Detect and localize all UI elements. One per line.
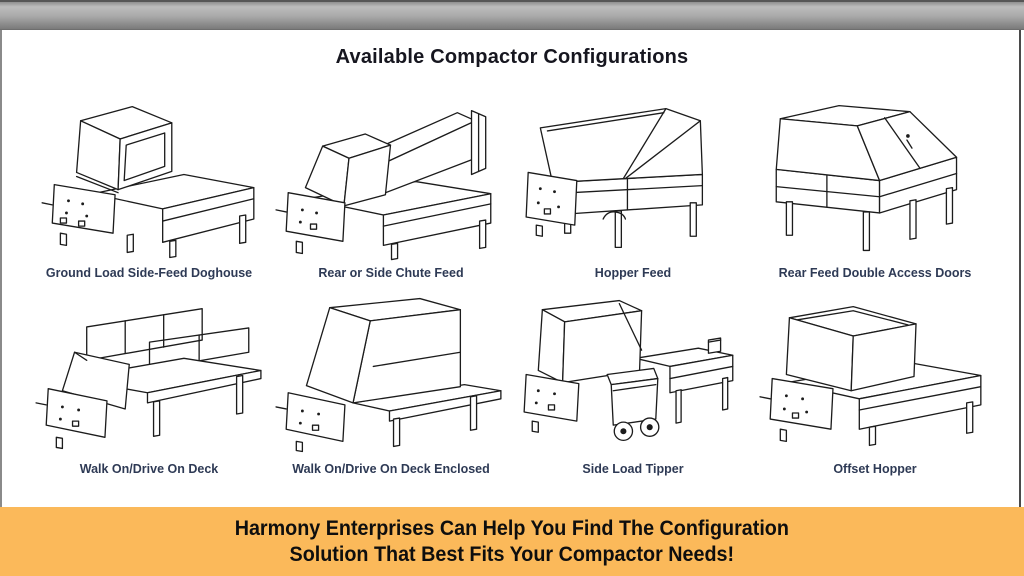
footer-banner: Harmony Enterprises Can Help You Find Th… <box>0 507 1024 576</box>
configuration-label: Ground Load Side-Feed Doghouse <box>45 266 253 280</box>
configuration-item: Rear Feed Double Access Doors <box>756 92 994 282</box>
configuration-label: Offset Hopper <box>833 462 917 476</box>
page-right-border <box>1019 30 1021 576</box>
configuration-item: Offset Hopper <box>756 288 994 478</box>
configuration-item: Walk On/Drive On Deck <box>30 288 268 478</box>
hopper-feed-drawing <box>514 92 752 262</box>
side-load-tipper-drawing <box>514 288 752 458</box>
window-top-bar <box>0 0 1024 30</box>
walk-on-drive-on-deck-enclosed-drawing <box>272 288 510 458</box>
configuration-item: Hopper Feed <box>514 92 752 282</box>
banner-text: Harmony Enterprises Can Help You Find Th… <box>235 516 789 568</box>
banner-line1: Harmony Enterprises Can Help You Find Th… <box>234 516 790 540</box>
configuration-label: Walk On/Drive On Deck Enclosed <box>292 462 490 476</box>
configurations-grid: Ground Load Side-Feed Doghouse <box>30 92 994 478</box>
configuration-label: Walk On/Drive On Deck <box>79 462 219 476</box>
walk-on-drive-on-deck-drawing <box>30 288 268 458</box>
configuration-label: Rear Feed Double Access Doors <box>778 266 972 280</box>
page-title: Available Compactor Configurations <box>335 46 689 68</box>
configuration-label: Rear or Side Chute Feed <box>318 266 464 280</box>
page-left-border <box>0 30 2 576</box>
rear-feed-double-access-doors-drawing <box>756 92 994 262</box>
offset-hopper-drawing <box>756 288 994 458</box>
rear-or-side-chute-feed-drawing <box>272 92 510 262</box>
configuration-item: Rear or Side Chute Feed <box>272 92 510 282</box>
configuration-label: Hopper Feed <box>594 266 672 280</box>
banner-line2: Solution That Best Fits Your Compactor N… <box>289 542 735 566</box>
configuration-item: Walk On/Drive On Deck Enclosed <box>272 288 510 478</box>
ground-load-side-feed-doghouse-drawing <box>30 92 268 262</box>
configuration-label: Side Load Tipper <box>582 462 684 476</box>
configuration-item: Ground Load Side-Feed Doghouse <box>30 92 268 282</box>
configuration-item: Side Load Tipper <box>514 288 752 478</box>
